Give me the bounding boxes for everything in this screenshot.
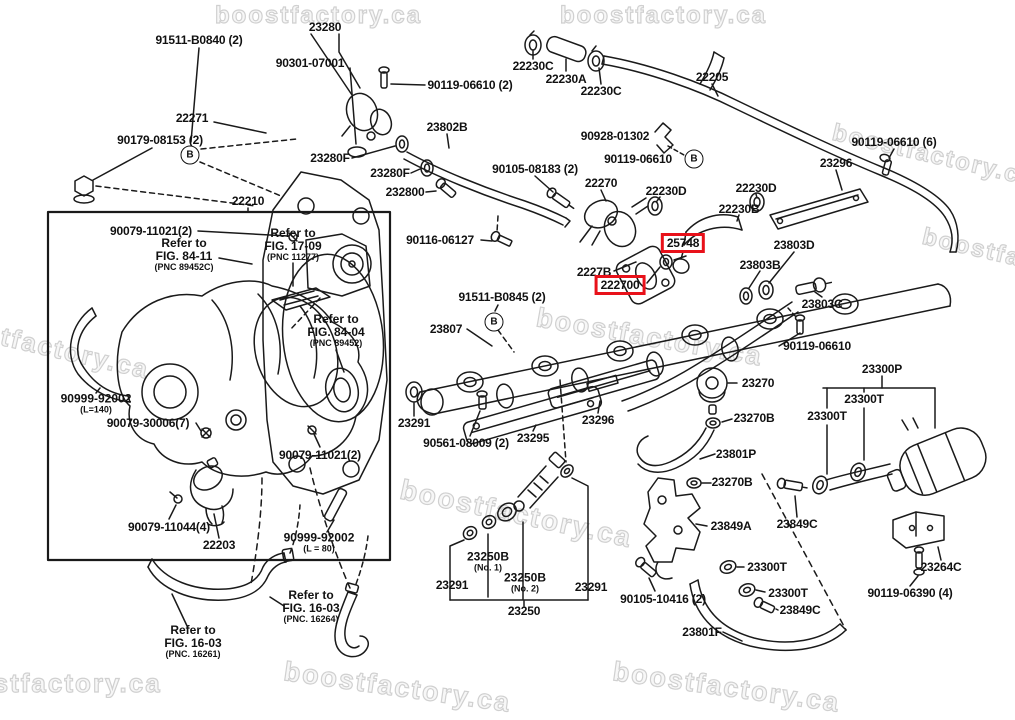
part-label-22230b: 22230B (718, 202, 760, 216)
part-label-23803b: 23803B (739, 258, 781, 272)
part-label-22271: 22271 (175, 111, 209, 125)
part-label-90119-06390-4: 90119-06390 (4) (867, 586, 953, 600)
part-label-23849c: 23849C (776, 517, 818, 531)
part-label-23300p: 23300P (861, 362, 903, 376)
part-label-23264c: 23264C (920, 560, 962, 574)
part-label-23270b: 23270B (711, 475, 753, 489)
part-label-23280: 23280 (308, 20, 342, 34)
part-label-23280f: 23280F (370, 166, 410, 180)
part-label-23296: 23296 (581, 413, 615, 427)
part-label-23807: 23807 (429, 322, 463, 336)
part-label-23300t: 23300T (844, 392, 884, 406)
part-label-22230c: 22230C (580, 84, 622, 98)
part-label-23300t: 23300T (768, 586, 808, 600)
part-label-23803c: 23803C (801, 297, 843, 311)
part-label-23296: 23296 (819, 156, 853, 170)
note-line: (PNC. 16261) (165, 649, 221, 660)
part-label-90119-06610: 90119-06610 (783, 339, 851, 353)
part-label-90105-08183-2: 90105-08183 (2) (492, 162, 578, 176)
note-line: (PNC 89452) (309, 338, 363, 349)
note-line: (L = 80) (303, 543, 335, 554)
note-line: 90999-92002 (60, 391, 132, 406)
circled-letter-symbol: B (180, 145, 200, 165)
part-label-90179-08153-2: 90179-08153 (2) (117, 133, 203, 147)
part-label-90079-11044-4: 90079-11044(4) (128, 520, 210, 534)
part-label-23300t: 23300T (807, 409, 847, 423)
part-label-90928-01302: 90928-01302 (580, 129, 650, 143)
part-label-90079-11021-2: 90079-11021(2) (110, 224, 192, 238)
note-line: FIG. 16-03 (164, 636, 222, 651)
note-line: Refer to (313, 312, 359, 327)
note-line: FIG. 16-03 (282, 601, 340, 616)
circled-letter-symbol: B (484, 312, 504, 332)
note-line: (PNC 11277) (266, 252, 320, 263)
part-label-23300t: 23300T (747, 560, 787, 574)
part-label-22270: 22270 (584, 176, 618, 190)
part-label-23291: 23291 (397, 416, 431, 430)
part-label-22203: 22203 (202, 538, 236, 552)
note-90999-92002-l-140: 90999-92002(L=140) (60, 391, 132, 416)
part-label-232800: 232800 (385, 185, 425, 199)
part-label-22230c: 22230C (512, 59, 554, 73)
part-label-22230a: 22230A (545, 72, 587, 86)
note-line: FIG. 84-04 (307, 325, 365, 340)
part-label-90119-06610-2: 90119-06610 (2) (427, 78, 513, 92)
part-label-23295: 23295 (516, 431, 550, 445)
part-label-91511-b0845-2: 91511-B0845 (2) (458, 290, 546, 304)
part-label-23803d: 23803D (773, 238, 815, 252)
note-line: Refer to (161, 236, 207, 251)
part-label-23291: 23291 (435, 578, 469, 592)
part-label-23849a: 23849A (710, 519, 752, 533)
note-line: FIG. 17-09 (264, 239, 322, 254)
note-23250b-no-1: 23250B(No. 1) (466, 549, 510, 574)
part-label-22230d: 22230D (645, 184, 687, 198)
part-label-22210: 22210 (231, 194, 265, 208)
part-label-23280f: 23280F (310, 151, 350, 165)
note-line: Refer to (288, 588, 334, 603)
part-label-23801p: 23801P (715, 447, 757, 461)
note-line: (PNC 89452C) (154, 262, 214, 273)
part-label-23270: 23270 (741, 376, 775, 390)
part-label-23849c: 23849C (779, 603, 821, 617)
note-line: 23250B (466, 549, 510, 564)
note-line: Refer to (270, 226, 316, 241)
note-90999-92002-l-80: 90999-92002(L = 80) (283, 530, 355, 555)
part-label-90116-06127: 90116-06127 (406, 233, 474, 247)
part-label-90105-10416-2: 90105-10416 (2) (620, 592, 706, 606)
part-label-22230d: 22230D (735, 181, 777, 195)
note-line: (No. 2) (510, 583, 539, 594)
part-label-90079-30006-7: 90079-30006(7) (106, 416, 190, 430)
part-label-90079-11021-2: 90079-11021(2) (279, 448, 361, 462)
part-label-90119-06610: 90119-06610 (604, 152, 672, 166)
note-line: Refer to (170, 623, 216, 638)
part-label-25748: 25748 (660, 233, 706, 253)
part-label-23291: 23291 (574, 580, 608, 594)
note-line: 90999-92002 (283, 530, 355, 545)
part-label-91511-b0840-2: 91511-B0840 (2) (155, 33, 243, 47)
note-line: (PNC. 16264) (283, 614, 339, 625)
part-label-23801f: 23801F (682, 625, 722, 639)
part-label-90119-06610-6: 90119-06610 (6) (851, 135, 937, 149)
note-line: FIG. 84-11 (155, 249, 213, 264)
part-label-222700: 222700 (594, 275, 646, 295)
part-label-90301-07001: 90301-07001 (275, 56, 345, 70)
part-label-23270b: 23270B (733, 411, 775, 425)
note-line: (No. 1) (473, 562, 502, 573)
part-label-90561-08009-2: 90561-08009 (2) (423, 436, 509, 450)
part-label-23250: 23250 (507, 604, 541, 618)
note-line: (L=140) (80, 404, 112, 415)
circled-letter-symbol: B (684, 149, 704, 169)
note-23250b-no-2: 23250B(No. 2) (503, 570, 547, 595)
note-line: 23250B (503, 570, 547, 585)
part-label-22205: 22205 (695, 70, 729, 84)
part-label-23802b: 23802B (426, 120, 468, 134)
